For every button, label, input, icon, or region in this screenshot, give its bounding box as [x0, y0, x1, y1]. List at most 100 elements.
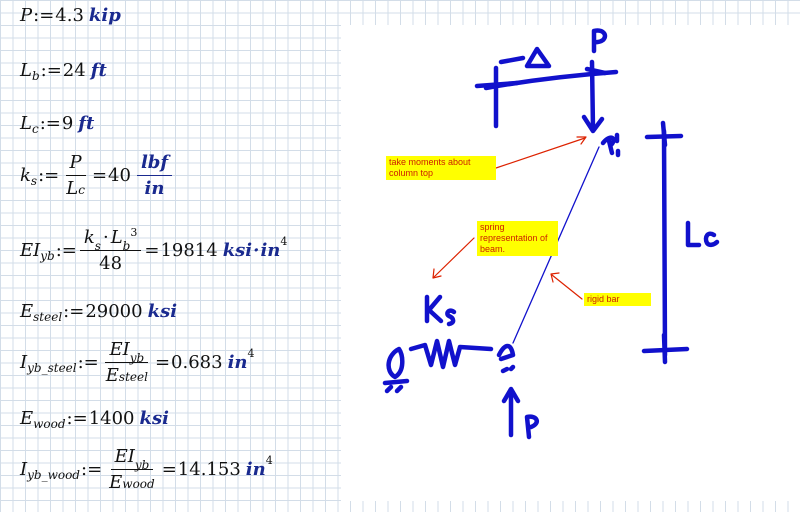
var-e: E: [20, 408, 34, 429]
value: 4.3: [55, 5, 84, 26]
numerator: EI: [109, 339, 130, 360]
unit-exponent: 4: [280, 235, 288, 248]
denominator: 48: [99, 253, 123, 274]
denominator-sub: c: [78, 183, 85, 197]
annotation-arrowhead-spring: [432, 268, 442, 279]
note-take-moments: take moments about column top: [386, 156, 496, 180]
denominator: E: [109, 472, 123, 493]
denominator: E: [105, 365, 119, 386]
value: 19814: [160, 240, 218, 261]
equals-op: =: [161, 459, 177, 480]
subscript: yb_wood: [27, 467, 80, 482]
numerator: P: [69, 152, 82, 173]
unit-denominator: in: [144, 178, 165, 199]
subscript: wood: [33, 416, 66, 431]
var-k: k: [20, 165, 31, 186]
numerator: EI: [114, 446, 135, 467]
var-i: I: [20, 459, 28, 480]
beam-end-tick-left-cross: [474, 80, 520, 89]
var-l: L: [20, 60, 32, 81]
subscript: steel: [33, 309, 63, 324]
assign-op: :=: [39, 113, 61, 134]
spring-zigzag: [408, 338, 494, 370]
unit: in: [245, 459, 266, 480]
lc-dimension-top-tick: [660, 120, 668, 148]
numerator-k-sub: s: [94, 239, 101, 253]
reaction-arrow-head: [501, 386, 521, 404]
annotation-arrowhead-moments: [576, 136, 587, 145]
var-i: I: [20, 352, 28, 373]
unit-in: in: [260, 240, 281, 261]
unit: kip: [88, 5, 121, 26]
subscript: b: [31, 68, 40, 83]
value: 14.153: [177, 459, 241, 480]
lc-label-l: [685, 220, 702, 248]
unit: ft: [78, 113, 95, 134]
numerator-sub: yb: [129, 351, 145, 365]
var-ei: EI: [20, 240, 41, 261]
assign-op: :=: [81, 459, 103, 480]
annotation-arrow-rigid: [551, 274, 583, 300]
equation-p[interactable]: P := 4.3 kip: [20, 5, 121, 26]
bottom-node: [496, 343, 516, 374]
unit: ksi: [139, 408, 169, 429]
subscript: yb_steel: [27, 360, 77, 375]
load-arrow-shaft: [589, 59, 596, 132]
assign-op: :=: [33, 5, 55, 26]
denominator-sub: steel: [118, 370, 148, 384]
value: 29000: [85, 301, 143, 322]
ks-label-s: [445, 308, 457, 327]
delta-symbol: [524, 46, 552, 69]
unit-exponent: 4: [265, 454, 273, 467]
unit-ksi: ksi: [222, 240, 253, 261]
assign-op: :=: [77, 352, 99, 373]
value: 40: [108, 165, 131, 186]
assign-op: :=: [63, 301, 85, 322]
equals-op: =: [144, 240, 160, 261]
note-rigid-bar: rigid bar: [584, 293, 651, 306]
unit-fraction: lbf in: [136, 152, 173, 199]
unit-numerator: lbf: [136, 152, 173, 176]
unit: ft: [90, 60, 107, 81]
unit-exponent: 4: [247, 347, 255, 360]
left-support: [382, 346, 410, 394]
sketch-region[interactable]: take moments about column top spring rep…: [341, 25, 800, 501]
annotation-arrowhead-rigid: [550, 272, 560, 283]
unit: ksi: [147, 301, 178, 322]
lc-dimension-bottom-tick: [661, 332, 668, 365]
unit-dot: ·: [253, 240, 260, 261]
var-p: P: [20, 5, 33, 26]
value: 0.683: [171, 352, 223, 373]
equals-op: =: [91, 165, 108, 186]
numerator-k: k: [83, 227, 95, 248]
ks-label-k: [424, 294, 444, 324]
var-e: E: [20, 301, 34, 322]
hand-sketch: [382, 28, 720, 440]
delta-arrow-tick: [498, 55, 526, 65]
subscript: s: [30, 173, 38, 188]
annotation-arrow-moments: [492, 137, 586, 170]
assign-op: :=: [55, 240, 77, 261]
lc-label-c: [703, 231, 720, 248]
denominator-sub: wood: [122, 477, 155, 491]
unit: in: [227, 352, 248, 373]
p-label-top: [591, 28, 608, 54]
assign-op: :=: [66, 408, 88, 429]
multiply-dot: ·: [102, 227, 109, 248]
denominator-var: L: [66, 178, 79, 199]
load-arrow-head: [581, 114, 605, 134]
numerator-l: L: [110, 227, 123, 248]
